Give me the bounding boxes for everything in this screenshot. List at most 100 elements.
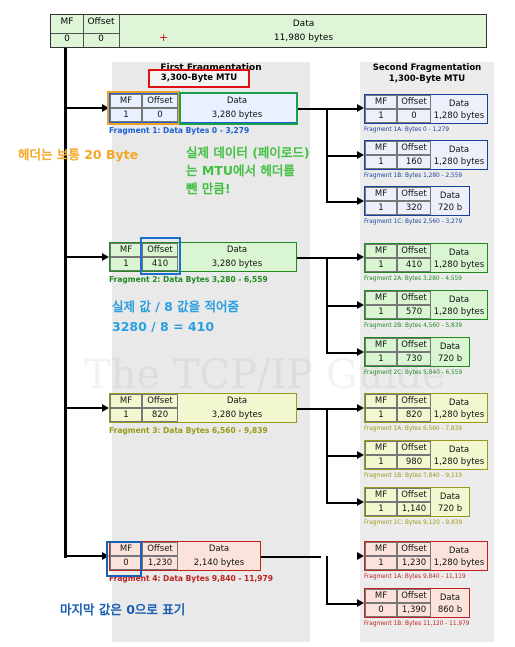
subfragment-label: Fragment 1B: Bytes 7,840 - 9,119 xyxy=(364,473,463,479)
second-fragmentation-mtu: 1,300-Byte MTU xyxy=(388,74,466,84)
subfragment-mf-value: 1 xyxy=(365,502,397,516)
subfragment-offset-value: 1,140 xyxy=(397,502,431,516)
trunk-branch-line xyxy=(64,256,102,258)
subfragment-data-label: Data xyxy=(439,190,461,201)
trunk-arrow xyxy=(102,253,109,261)
fragment-mf-label: MF xyxy=(110,243,142,257)
first-fragmentation-mtu: 3,300-Byte MTU xyxy=(160,73,238,83)
subfragment-data-value: 1,280 bytes xyxy=(433,306,485,317)
subfragment-label: Fragment 1A: Bytes 6,560 - 7,839 xyxy=(364,426,462,432)
subfragment-offset-value: 160 xyxy=(397,155,431,169)
subfragment-mf-label: MF xyxy=(365,95,397,109)
subfragment-offset-label: Offset xyxy=(397,488,431,502)
subfragment-data-value: 1,280 bytes xyxy=(433,259,485,270)
fragment-mf-label: MF xyxy=(110,94,142,108)
subfragment-mf-label: MF xyxy=(365,488,397,502)
subfragment-label: Fragment 1A: Bytes 0 - 1,279 xyxy=(364,127,450,133)
subfragment-mf-value: 1 xyxy=(365,201,397,215)
fragment-offset-label: Offset xyxy=(142,394,178,408)
subfragment-mf-value: 1 xyxy=(365,556,397,570)
subfragment-arrow xyxy=(357,197,364,205)
fragment-offset-label: Offset xyxy=(142,243,178,257)
original-packet: MF 0 Offset 0 + Data 11,980 bytes xyxy=(50,14,487,48)
subfragment-offset-value: 570 xyxy=(397,305,431,319)
fragment-offset-value: 410 xyxy=(142,257,178,271)
fragment-label: Fragment 1: Data Bytes 0 - 3,279 xyxy=(109,126,250,135)
data-note-line1: 실제 데이터 (페이로드) xyxy=(186,145,310,160)
subfragment-mf-value: 1 xyxy=(365,155,397,169)
subfragment-label: Fragment 1A: Bytes 9,840 - 11,119 xyxy=(364,574,466,580)
main-trunk-line xyxy=(64,48,67,558)
trunk-branch-line xyxy=(64,555,102,557)
fragment-offset-value: 0 xyxy=(142,108,178,122)
fragment-out-arrow xyxy=(357,404,364,412)
subfragment-data-label: Data xyxy=(439,341,461,352)
fragment-data-value: 3,280 bytes xyxy=(211,410,263,420)
fragment-data-value: 2,140 bytes xyxy=(193,558,245,568)
trunk-arrow xyxy=(102,552,109,560)
subfragment-offset-value: 730 xyxy=(397,352,431,366)
subfragment-mf-label: MF xyxy=(365,441,397,455)
subfragment-data-label: Data xyxy=(448,397,470,408)
subfragment-mf-label: MF xyxy=(365,589,397,603)
subfragment-mf-label: MF xyxy=(365,338,397,352)
subfragment-mf-label: MF xyxy=(365,244,397,258)
subfragment-data-label: Data xyxy=(448,144,470,155)
offset-note-line2: 3280 / 8 = 410 xyxy=(112,319,215,334)
subfragment-offset-label: Offset xyxy=(397,542,431,556)
subfragment-mf-label: MF xyxy=(365,394,397,408)
subfragment-label: Fragment 1C: Bytes 2,560 - 3,279 xyxy=(364,219,463,225)
subfragment-offset-value: 320 xyxy=(397,201,431,215)
subfragment-data-label: Data xyxy=(439,592,461,603)
subfragment-data-value: 720 b xyxy=(437,353,463,364)
subfragment-branch-line xyxy=(326,201,357,203)
original-mf-value: 0 xyxy=(51,33,83,44)
data-highlight-green xyxy=(179,92,298,125)
subfragment-mf-value: 1 xyxy=(365,408,397,422)
fragment-mf-value: 1 xyxy=(110,408,142,422)
trunk-arrow xyxy=(102,104,109,112)
trunk-branch-line xyxy=(64,407,102,409)
subfragment-mf-label: MF xyxy=(365,187,397,201)
subfragment-offset-label: Offset xyxy=(397,291,431,305)
subfragment-arrow xyxy=(357,348,364,356)
fragment-offset-value: 1,230 xyxy=(142,556,178,570)
original-mf-cell: MF 0 xyxy=(51,15,84,47)
subfragment-offset-label: Offset xyxy=(397,244,431,258)
subfragment-label: Fragment 1C: Bytes 9,120 - 9,839 xyxy=(364,520,463,526)
original-plus-sign: + xyxy=(159,31,169,44)
original-offset-value: 0 xyxy=(83,33,119,44)
subfragment-data-label: Data xyxy=(448,98,470,109)
fragment-data-label: Data xyxy=(226,96,248,106)
trunk-arrow xyxy=(102,404,109,412)
subfragment-data-value: 860 b xyxy=(437,604,463,615)
subfragment-label: Fragment 1B: Bytes 11,120 - 11,979 xyxy=(364,621,470,627)
fragment-out-line xyxy=(261,556,321,558)
subfragment-mf-label: MF xyxy=(365,542,397,556)
original-offset-cell: Offset 0 xyxy=(83,15,120,47)
subfragment-data-label: Data xyxy=(439,491,461,502)
subfragment-data-label: Data xyxy=(448,294,470,305)
subfragment-arrow xyxy=(357,451,364,459)
subfragment-data-value: 1,280 bytes xyxy=(433,409,485,420)
fragment-data-label: Data xyxy=(226,245,248,255)
subfragment-offset-value: 1,230 xyxy=(397,556,431,570)
subfragment-offset-label: Offset xyxy=(397,394,431,408)
subfragment-data-value: 720 b xyxy=(437,503,463,514)
subfragment-offset-value: 980 xyxy=(397,455,431,469)
offset-highlight-blue xyxy=(140,237,181,275)
fragment-data-label: Data xyxy=(208,544,230,554)
subfragment-branch-line xyxy=(326,603,357,605)
fragment-mf-value: 1 xyxy=(110,257,142,271)
fragment-out-arrow xyxy=(357,552,364,560)
